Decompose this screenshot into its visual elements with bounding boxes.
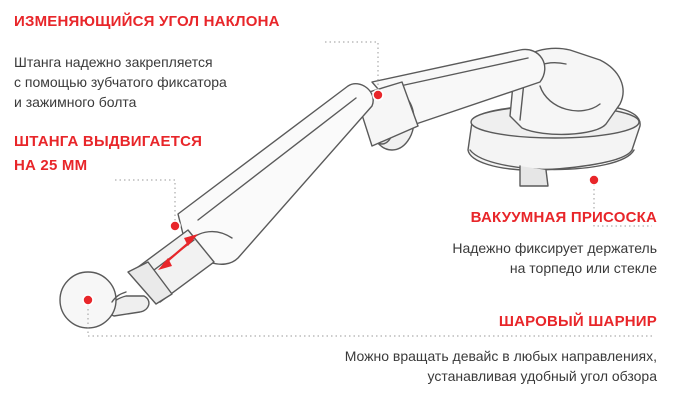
ball-joint-desc-line-2: устанавливая удобный угол обзора [427,368,657,384]
ball-joint-desc-line-1: Можно вращать девайс в любых направления… [344,348,657,364]
marker-extend [169,220,181,232]
tilt-angle-desc-line-2: с помощью зубчатого фиксатора [14,74,227,90]
upper-arm-icon [371,48,546,127]
tilt-angle-desc-line-3: и зажимного болта [14,94,137,110]
suction-desc-line-2: на торпедо или стекле [509,260,657,276]
tilt-angle-title: ИЗМЕНЯЮЩИЙСЯ УГОЛ НАКЛОНА [14,13,280,30]
suction-desc-line-1: Надежно фиксирует держатель [452,240,657,256]
leader-lines [87,41,652,337]
suction-title: ВАКУУМНАЯ ПРИСОСКА [470,209,657,226]
extension-arrow-icon [158,234,198,270]
marker-suction [588,174,600,186]
tilt-angle-desc-line-1: Штанга надежно закрепляется [14,54,213,70]
extend-title-line-1: ШТАНГА ВЫДВИГАЕТСЯ [14,133,203,150]
extend-title-line-2: НА 25 ММ [14,157,88,174]
ball-joint-title: ШАРОВЫЙ ШАРНИР [498,313,657,330]
marker-tilt [372,89,384,101]
extension-outer-tube-icon [177,83,374,265]
marker-ball [82,294,94,306]
marker-dots [82,89,600,306]
